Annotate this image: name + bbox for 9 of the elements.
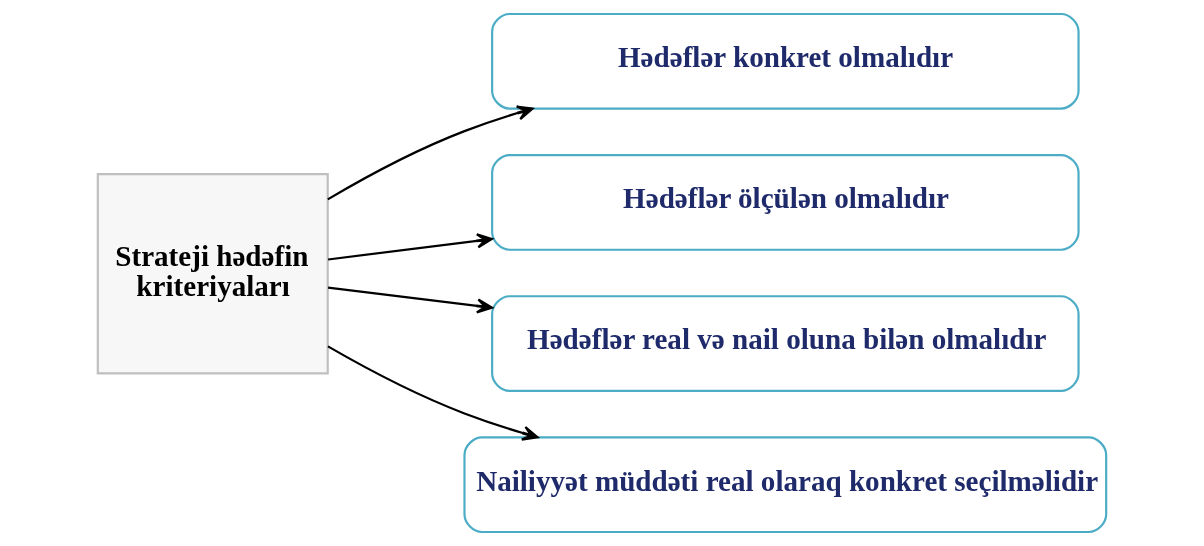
node-box: Hədəflər konkret olmalıdır [491,12,1080,110]
node-box: Hədəflər real və nail oluna bilən olmalıdır [491,295,1080,392]
arrow [327,345,539,441]
node-box: Hədəflər ölçülən olmalıdır [491,154,1080,251]
node-box: Nailiyyət müddəti real olaraq konkret seçilməlidir [463,436,1108,534]
arrow [327,105,534,201]
arrow [328,233,494,261]
node-box: Strateji hədəfin kriteriyaları [96,172,329,375]
arrow [328,286,494,314]
